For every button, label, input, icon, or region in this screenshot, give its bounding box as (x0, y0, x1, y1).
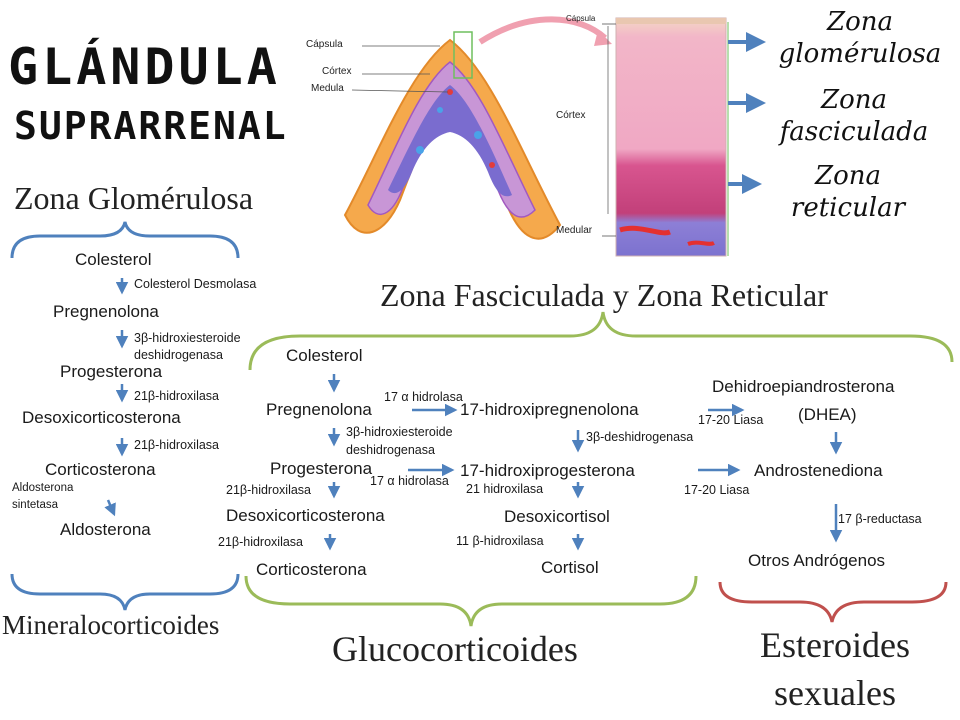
fr-enzyme-11b-hidroxilasa: 11 β-hidroxilasa (456, 534, 544, 548)
section-label-capsula: Cápsula (566, 14, 596, 23)
glom-progesterona: Progesterona (60, 362, 163, 381)
fr-enzyme-21b-1: 21β-hidroxilasa (226, 483, 312, 497)
glomerulosa-top-bracket (10, 221, 240, 259)
glom-enzyme-3b-2: deshidrogenasa (134, 348, 223, 362)
fr-pregnenolona: Pregnenolona (266, 400, 372, 419)
fr-enzyme-21-hidroxilasa: 21 hidroxilasa (466, 482, 544, 496)
fr-enzyme-17a-1: 17 α hidrolasa (384, 390, 463, 404)
glom-corticosterona: Corticosterona (45, 460, 156, 479)
fr-progesterona: Progesterona (270, 459, 373, 478)
fr-corticosterona: Corticosterona (256, 560, 367, 579)
glom-aldosterona: Aldosterona (60, 520, 151, 539)
label-capsula: Cápsula (306, 39, 343, 50)
fasc-ret-heading: Zona Fasciculada y Zona Reticular (380, 277, 828, 313)
fr-androstenediona: Androstenediona (754, 461, 883, 480)
fr-otros-androgenos: Otros Andrógenos (748, 551, 886, 570)
cortex-section-illustration (602, 17, 729, 257)
fr-enzyme-17b-reductasa: 17 β-reductasa (838, 512, 922, 526)
esteroides-bracket (718, 581, 948, 623)
glom-desoxicorticosterona: Desoxicorticosterona (22, 408, 181, 427)
fr-enzyme-liasa-2: 17-20 Liasa (684, 483, 750, 497)
fr-17-hidroxipregnenolona: 17-hidroxipregnenolona (460, 400, 639, 419)
label-medula: Medula (311, 83, 344, 94)
mineralocorticoides-bracket (10, 573, 240, 611)
glom-enzyme-21b-2: 21β-hidroxilasa (134, 438, 220, 452)
section-label-cortex: Córtex (556, 110, 586, 121)
glucocorticoides-bracket (244, 575, 698, 627)
fasc-ret-top-bracket (248, 311, 954, 371)
fr-dehidroepiandrosterona: Dehidroepiandrosterona (712, 377, 895, 396)
section-label-medular: Medular (556, 225, 593, 236)
fr-17-hidroxiprogesterona: 17-hidroxiprogesterona (460, 461, 635, 480)
glomerulosa-heading: Zona Glomérulosa (14, 180, 254, 216)
glom-pregnenolona: Pregnenolona (53, 302, 159, 321)
fr-enzyme-17a-2: 17 α hidrolasa (370, 474, 449, 488)
fr-enzyme-21b-2: 21β-hidroxilasa (218, 535, 304, 549)
fr-desoxicorticosterona: Desoxicorticosterona (226, 506, 385, 525)
fr-enzyme-3b-deshidrogenasa: 3β-deshidrogenasa (586, 430, 694, 444)
fr-enzyme-3b-1: 3β-hidroxiesteroide (346, 425, 453, 439)
glom-enzyme-aldo-2: sintetasa (12, 499, 59, 511)
glom-colesterol: Colesterol (75, 250, 152, 269)
glucocorticoides-label: Glucocorticoides (332, 629, 578, 669)
glom-enzyme-3b-1: 3β-hidroxiesteroide (134, 331, 241, 345)
fr-cortisol: Cortisol (541, 558, 599, 577)
fr-desoxicortisol: Desoxicortisol (504, 507, 610, 526)
adrenal-gland-illustration (343, 16, 612, 240)
title-line-1: GLÁNDULA (8, 38, 281, 96)
fr-dhea: (DHEA) (798, 405, 857, 424)
fr-enzyme-liasa-1: 17-20 Liasa (698, 413, 764, 427)
glom-enzyme-21b-1: 21β-hidroxilasa (134, 389, 220, 403)
glom-enzyme-desmolasa: Colesterol Desmolasa (134, 277, 257, 291)
fr-enzyme-3b-2: deshidrogenasa (346, 443, 435, 457)
fr-colesterol: Colesterol (286, 346, 363, 365)
glom-enzyme-aldo-1: Aldosterona (12, 482, 74, 494)
mineralocorticoides-label: Mineralocorticoides (2, 610, 220, 640)
label-cortex: Córtex (322, 66, 352, 77)
title-line-2: SUPRARRENAL (14, 104, 288, 148)
